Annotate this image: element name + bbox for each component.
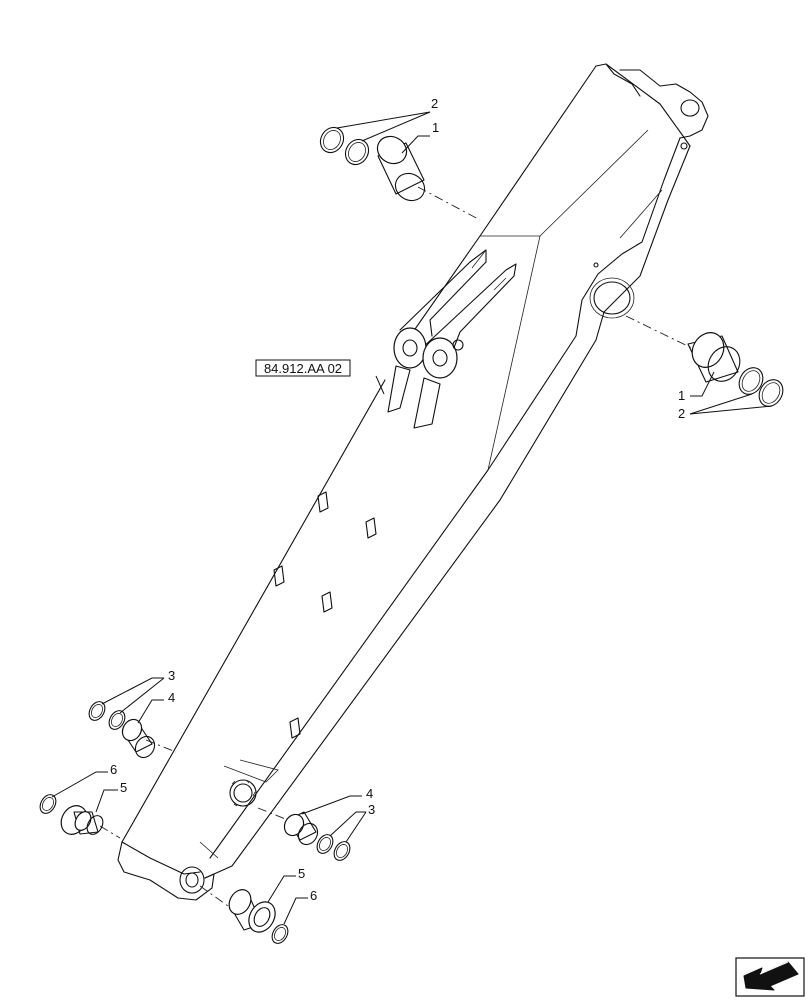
- cylinder-bracket: [387, 249, 517, 429]
- reference-label: 84.912.AA 02: [264, 361, 342, 376]
- callout-4-mid: 4: [366, 786, 373, 801]
- right-o-rings: [738, 367, 784, 407]
- bottom-o-ring-6: [271, 924, 289, 944]
- callout-6-left: 6: [110, 762, 117, 777]
- center-lines: [99, 186, 701, 907]
- boom-arm: [117, 63, 709, 901]
- right-bushing: [687, 332, 741, 383]
- callout-3-mid: 3: [368, 802, 375, 817]
- left-flanged-bushing-5: [60, 805, 104, 835]
- top-pin-hole: [680, 99, 700, 150]
- callout-6-bottom: 6: [310, 888, 317, 903]
- weld-plates: [273, 491, 377, 739]
- left-bushing-4: [121, 718, 156, 759]
- left-o-rings-3: [88, 701, 126, 730]
- reference-box[interactable]: 84.912.AA 02: [255, 359, 351, 377]
- callout-2-right: 2: [678, 406, 685, 421]
- callout-3-left: 3: [168, 668, 175, 683]
- left-o-ring-6: [39, 794, 57, 814]
- callout-1-top: 1: [432, 120, 439, 135]
- bottom-flanged-bushing-5: [228, 889, 276, 933]
- arrow-navigation-icon[interactable]: [735, 957, 805, 997]
- callout-labels: 2 1 1 2 3 4 6 5 4 3 5 6: [110, 96, 685, 903]
- lower-pin-bosses: [179, 779, 257, 894]
- callout-2-top: 2: [431, 96, 438, 111]
- top-o-rings: [319, 126, 370, 166]
- mid-o-rings-3: [316, 834, 351, 861]
- callout-4-left: 4: [168, 690, 175, 705]
- mid-bushing-4: [283, 811, 319, 846]
- callout-1-right: 1: [678, 388, 685, 403]
- top-bushing: [376, 135, 426, 202]
- middle-pin-boss: [589, 262, 635, 319]
- leader-lines: [51, 111, 773, 925]
- callout-5-left: 5: [120, 780, 127, 795]
- callout-5-bottom: 5: [298, 866, 305, 881]
